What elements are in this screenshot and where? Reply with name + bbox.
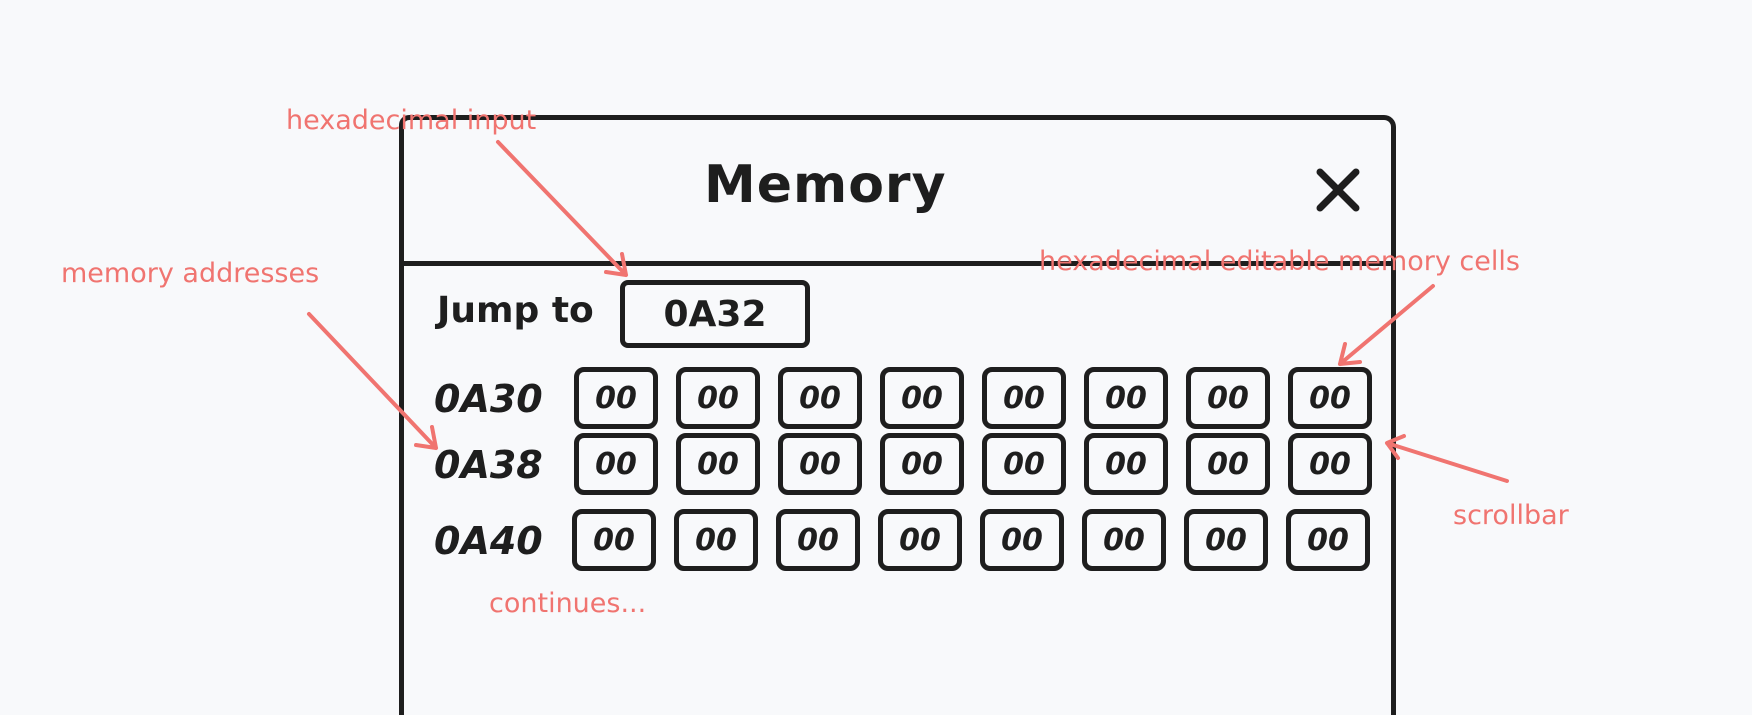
jump-to-label: Jump to — [437, 290, 594, 331]
close-icon[interactable] — [1314, 166, 1362, 214]
memory-row: 0A38 — [404, 433, 1391, 497]
memory-cell[interactable] — [1186, 433, 1270, 495]
memory-row: 0A40 — [404, 509, 1391, 573]
memory-cell[interactable] — [1186, 367, 1270, 429]
memory-cell[interactable] — [574, 367, 658, 429]
arrow-to-memory-addresses — [307, 312, 438, 450]
diagram-canvas: Memory Jump to 0A30 0A38 — [61, 105, 1569, 715]
memory-cell[interactable] — [572, 509, 656, 571]
memory-cell[interactable] — [1286, 509, 1370, 571]
annotation-continues: continues... — [489, 588, 647, 619]
memory-cell[interactable] — [1082, 509, 1166, 571]
memory-cell[interactable] — [980, 509, 1064, 571]
memory-cell[interactable] — [676, 367, 760, 429]
memory-window: Memory Jump to 0A30 0A38 — [399, 115, 1396, 715]
arrow-to-hex-input — [496, 140, 628, 277]
memory-cell[interactable] — [674, 509, 758, 571]
memory-address: 0A40 — [434, 519, 543, 563]
memory-cell[interactable] — [880, 433, 964, 495]
title-bar: Memory — [404, 120, 1391, 266]
arrow-to-memory-cells — [1338, 284, 1435, 366]
memory-address: 0A30 — [434, 377, 543, 421]
memory-cell[interactable] — [1288, 433, 1372, 495]
memory-cell[interactable] — [1084, 433, 1168, 495]
memory-cell[interactable] — [574, 433, 658, 495]
memory-cell[interactable] — [776, 509, 860, 571]
memory-cell[interactable] — [1288, 367, 1372, 429]
memory-cell[interactable] — [676, 433, 760, 495]
memory-cell[interactable] — [1084, 367, 1168, 429]
annotation-scrollbar: scrollbar — [1453, 500, 1569, 531]
memory-cell[interactable] — [1184, 509, 1268, 571]
annotation-memory-cells: hexadecimal editable memory cells — [1039, 246, 1520, 277]
memory-cell[interactable] — [878, 509, 962, 571]
window-title: Memory — [704, 155, 947, 215]
jump-to-input[interactable] — [620, 280, 810, 348]
memory-cell[interactable] — [778, 367, 862, 429]
annotation-arrows — [307, 140, 1509, 483]
annotation-hex-input: hexadecimal input — [286, 105, 537, 136]
memory-cell[interactable] — [982, 433, 1066, 495]
arrow-to-scrollbar — [1385, 434, 1509, 483]
memory-address: 0A38 — [434, 443, 543, 487]
memory-cell[interactable] — [880, 367, 964, 429]
memory-cell[interactable] — [982, 367, 1066, 429]
annotation-memory-addresses: memory addresses — [61, 258, 320, 289]
memory-cell[interactable] — [778, 433, 862, 495]
memory-row: 0A30 — [404, 367, 1391, 431]
